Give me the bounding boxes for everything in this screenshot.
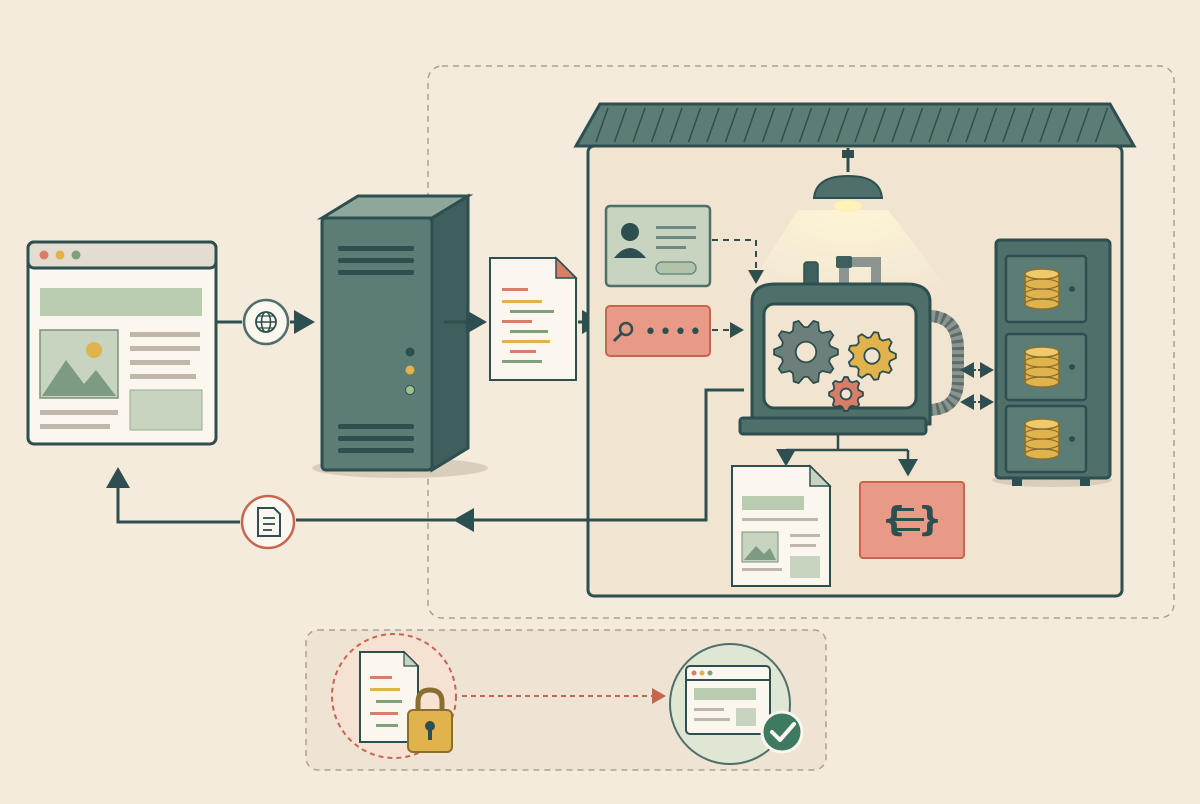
roof-stripe (983, 107, 998, 143)
curly-braces-icon: { } (859, 481, 965, 559)
roof-stripe (724, 107, 739, 143)
database-drawer (1004, 404, 1088, 474)
roof-stripe (1002, 107, 1016, 143)
roof-stripe (1076, 107, 1090, 143)
roof-stripe (965, 107, 979, 143)
gears-icon (773, 319, 897, 412)
gear (773, 319, 839, 385)
roof-stripe (687, 107, 702, 143)
roof-stripe (595, 107, 609, 143)
server-tower-icon (312, 193, 488, 478)
browser-window-icon (26, 240, 218, 446)
password-mask: •••• (644, 320, 704, 345)
roof-stripe (1094, 107, 1109, 143)
roof-stripe (817, 107, 831, 143)
roof-stripe (1020, 107, 1035, 143)
database-drawers (1004, 254, 1088, 474)
roof-stripe (854, 107, 868, 143)
gear-machine-icon (738, 256, 964, 436)
gear (847, 331, 897, 381)
server-boundary (427, 65, 1175, 619)
roof-stripe (798, 107, 813, 143)
roof-stripe (780, 107, 794, 143)
roof-stripe (909, 107, 924, 143)
roof-stripes (595, 107, 1109, 143)
database-drawer (1004, 254, 1088, 324)
lock-icon (331, 633, 457, 759)
roof-stripe (1039, 107, 1053, 143)
document-icon (731, 464, 832, 587)
check-icon (669, 643, 804, 765)
roof-stripe (1057, 107, 1072, 143)
roof-stripe (761, 107, 776, 143)
roof-stripe (743, 107, 757, 143)
code-file-icon (489, 256, 578, 381)
roof-stripe (669, 107, 683, 143)
roof-stripe (650, 107, 665, 143)
password-input: •••• (605, 305, 711, 357)
roof-stripe (891, 107, 905, 143)
roof-stripe (872, 107, 887, 143)
response-document-icon (240, 494, 296, 550)
gear (828, 376, 864, 412)
user-card-icon (604, 204, 712, 288)
roof-stripe (946, 107, 961, 143)
database-drawer (1004, 332, 1088, 402)
roof-stripe (835, 107, 850, 143)
globe-icon (242, 298, 290, 346)
roof-stripe (928, 107, 942, 143)
roof-stripe (613, 107, 628, 143)
roof-stripe (706, 107, 720, 143)
roof-stripe (632, 107, 646, 143)
